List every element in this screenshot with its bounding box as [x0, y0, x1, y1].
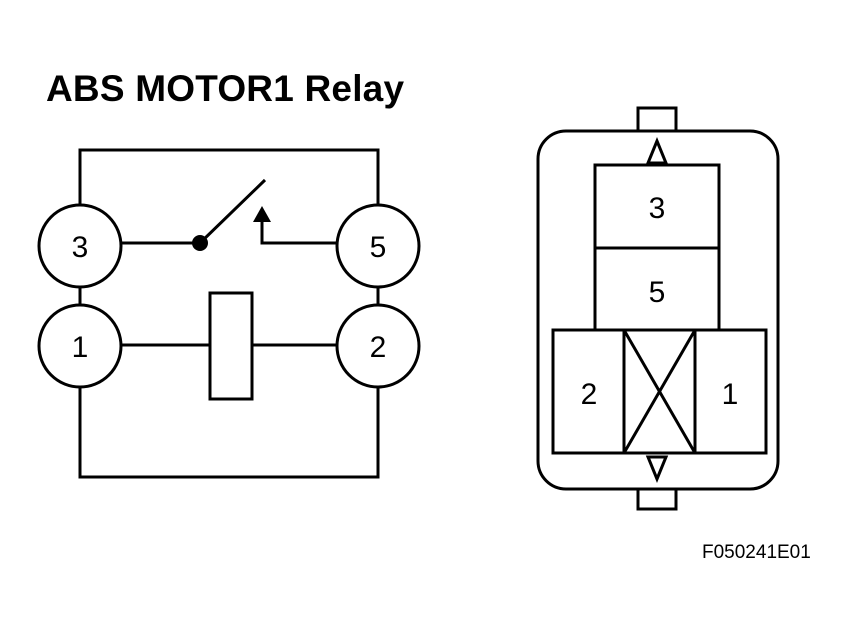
connector-body	[536, 129, 780, 491]
connector-top-arrow	[645, 137, 669, 165]
cavity-5-label: 5	[649, 276, 666, 309]
cavity-1	[693, 328, 768, 455]
terminal-3-label: 3	[72, 231, 89, 264]
terminal-5-circle	[335, 203, 421, 289]
cavity-1-label: 1	[722, 378, 739, 411]
terminal-3-circle	[37, 203, 123, 289]
switch-pivot	[192, 235, 208, 251]
terminal-2-circle	[335, 303, 421, 389]
diagram-title: ABS MOTOR1 Relay	[46, 68, 405, 109]
terminal-2-label: 2	[370, 331, 387, 364]
connector-bottom-tab	[636, 487, 678, 511]
cavity-2-label: 2	[581, 378, 598, 411]
terminal-1-label: 1	[72, 331, 89, 364]
figure-id: F050241E01	[702, 542, 811, 563]
schematic-wiring	[78, 148, 380, 479]
connector-bottom-arrow	[645, 455, 669, 483]
relay-coil	[208, 291, 254, 401]
terminal-1-circle	[37, 303, 123, 389]
switch-contact-arrow	[253, 206, 271, 222]
switch-contact	[198, 178, 267, 245]
cavity-3-label: 3	[649, 192, 666, 225]
terminal-5-label: 5	[370, 231, 387, 264]
connector-top-tab	[636, 106, 678, 133]
